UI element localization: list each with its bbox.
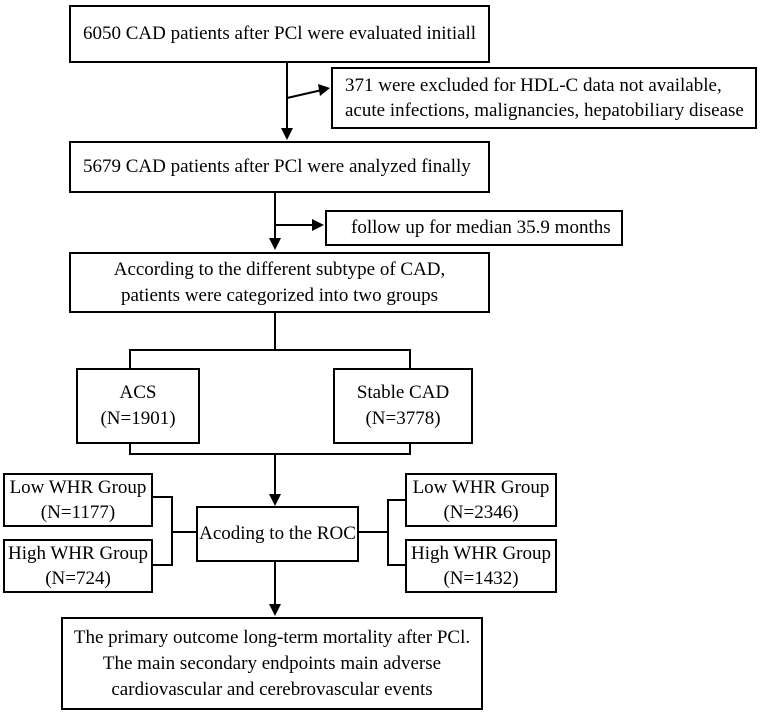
arrow-to-categorize (269, 238, 281, 250)
arrow-to-roc (269, 494, 281, 506)
connector-stable-subgroups (387, 499, 405, 566)
stable-cad-group-box: Stable CAD (N=3778) (333, 368, 473, 444)
initial-patients-box: 6050 CAD patients after PCl were evaluat… (69, 5, 490, 63)
outcome-box: The primary outcome long-term mortality … (61, 617, 483, 710)
connector-split-groups (129, 349, 411, 368)
stable-high-whr-box: High WHR Group (N=1432) (405, 539, 557, 593)
analyzed-patients-box: 5679 CAD patients after PCl were analyze… (69, 141, 490, 193)
acs-high-whr-count: (N=724) (45, 568, 111, 589)
excluded-text-line2: acute infections, malignancies, hepatobi… (345, 100, 744, 121)
outcome-text-line3: cardiovascular and cerebrovascular event… (111, 678, 433, 700)
acs-group-count: (N=1901) (100, 408, 176, 429)
initial-patients-text: 6050 CAD patients after PCl were evaluat… (83, 23, 477, 44)
excluded-box: 371 were excluded for HDL-C data not ava… (331, 67, 757, 129)
followup-box: follow up for median 35.9 months (325, 210, 623, 246)
roc-text: Acoding to the ROC (199, 523, 356, 544)
acs-group-box: ACS (N=1901) (76, 368, 200, 444)
outcome-text-line1: The primary outcome long-term mortality … (73, 626, 471, 648)
excluded-text-line1: 371 were excluded for HDL-C data not ava… (345, 75, 722, 96)
connector-acs-subgroups (153, 496, 173, 566)
stable-cad-group-count: (N=3778) (365, 408, 441, 429)
arrow-to-analyzed (281, 128, 293, 140)
acs-group-name: ACS (119, 382, 157, 403)
stable-low-whr-box: Low WHR Group (N=2346) (405, 473, 557, 527)
stable-high-whr-count: (N=1432) (443, 568, 519, 589)
connector-groups-merge (129, 444, 411, 455)
acs-low-whr-name: Low WHR Group (9, 477, 147, 498)
arrow-to-outcome (269, 604, 281, 616)
acs-low-whr-box: Low WHR Group (N=1177) (3, 473, 153, 527)
followup-text: follow up for median 35.9 months (351, 217, 611, 238)
categorize-text-line2: patients were categorized into two group… (120, 284, 439, 306)
stable-low-whr-name: Low WHR Group (412, 477, 550, 498)
categorize-text-line1: According to the different subtype of CA… (113, 258, 446, 280)
roc-box: Acoding to the ROC (196, 506, 359, 562)
stable-low-whr-count: (N=2346) (443, 502, 519, 523)
acs-low-whr-count: (N=1177) (40, 502, 116, 523)
stable-high-whr-name: High WHR Group (410, 543, 552, 564)
outcome-text-line2: The main secondary endpoints main advers… (102, 652, 442, 674)
stable-cad-group-name: Stable CAD (356, 382, 450, 403)
analyzed-patients-text: 5679 CAD patients after PCl were analyze… (83, 156, 471, 177)
arrow-to-excluded (318, 84, 330, 96)
categorize-box: According to the different subtype of CA… (69, 252, 490, 313)
acs-high-whr-box: High WHR Group (N=724) (3, 539, 153, 593)
arrow-to-followup (312, 219, 324, 231)
connector-to-excluded (286, 89, 323, 99)
acs-high-whr-name: High WHR Group (7, 543, 149, 564)
